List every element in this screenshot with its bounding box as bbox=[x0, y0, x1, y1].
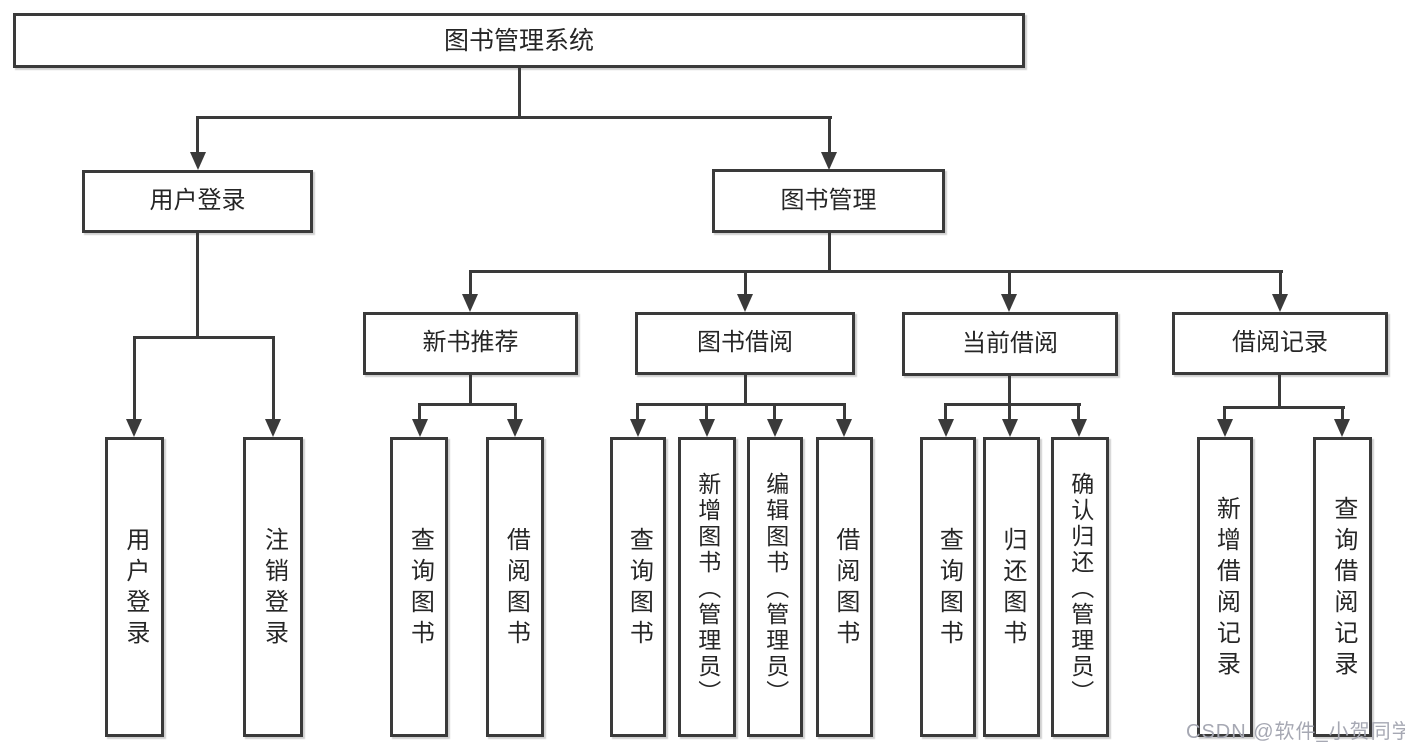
arrow-down-icon bbox=[190, 152, 206, 170]
connector-line bbox=[469, 375, 472, 405]
node-library-management-system: 图书管理系统 bbox=[13, 13, 1025, 68]
connector-line bbox=[418, 403, 421, 419]
connector-line bbox=[272, 336, 275, 419]
connector-line bbox=[636, 403, 846, 406]
connector-line bbox=[514, 403, 517, 419]
leaf-query-books-recommend: 查询图书 bbox=[390, 437, 448, 737]
leaf-borrow-books-recommend: 借阅图书 bbox=[486, 437, 544, 737]
arrow-down-icon bbox=[265, 419, 281, 437]
leaf-edit-books-admin: 编辑图书（管理员） bbox=[747, 437, 803, 737]
connector-line bbox=[196, 116, 199, 152]
arrow-down-icon bbox=[462, 294, 478, 312]
leaf-query-books-borrow: 查询图书 bbox=[610, 437, 666, 737]
node-book-borrowing: 图书借阅 bbox=[635, 312, 855, 375]
leaf-add-borrow-record: 新增借阅记录 bbox=[1197, 437, 1253, 737]
csdn-watermark: CSDN @软件_小贺同学 bbox=[1186, 721, 1405, 743]
arrow-down-icon bbox=[1001, 294, 1017, 312]
connector-line bbox=[1077, 403, 1080, 419]
connector-line bbox=[1008, 270, 1011, 294]
node-current-borrowing: 当前借阅 bbox=[902, 312, 1118, 376]
arrow-down-icon bbox=[767, 419, 783, 437]
connector-line bbox=[133, 336, 136, 419]
arrow-down-icon bbox=[630, 419, 646, 437]
leaf-query-books-current: 查询图书 bbox=[920, 437, 976, 737]
connector-line bbox=[944, 403, 947, 419]
connector-line bbox=[773, 403, 776, 419]
connector-line bbox=[1223, 406, 1226, 419]
connector-line bbox=[133, 336, 275, 339]
connector-line bbox=[1278, 375, 1281, 408]
arrow-down-icon bbox=[821, 152, 837, 170]
arrow-down-icon bbox=[1272, 294, 1288, 312]
connector-line bbox=[636, 403, 639, 419]
connector-line bbox=[518, 68, 521, 118]
leaf-return-books: 归还图书 bbox=[983, 437, 1040, 737]
connector-line bbox=[744, 375, 747, 405]
arrow-down-icon bbox=[126, 419, 142, 437]
connector-line bbox=[944, 403, 1081, 406]
arrow-down-icon bbox=[737, 294, 753, 312]
connector-line bbox=[196, 116, 832, 119]
arrow-down-icon bbox=[1217, 419, 1233, 437]
arrow-down-icon bbox=[412, 419, 428, 437]
leaf-add-books-admin: 新增图书（管理员） bbox=[678, 437, 736, 737]
arrow-down-icon bbox=[699, 419, 715, 437]
arrow-down-icon bbox=[1071, 419, 1087, 437]
connector-line bbox=[843, 403, 846, 419]
connector-line bbox=[744, 270, 747, 294]
leaf-query-borrow-record: 查询借阅记录 bbox=[1313, 437, 1372, 737]
arrow-down-icon bbox=[1334, 419, 1350, 437]
connector-line bbox=[1223, 406, 1345, 409]
connector-line bbox=[418, 403, 517, 406]
node-user-login: 用户登录 bbox=[82, 170, 313, 233]
connector-line bbox=[1008, 376, 1011, 405]
arrow-down-icon bbox=[938, 419, 954, 437]
connector-line bbox=[1008, 403, 1011, 419]
leaf-user-login: 用户登录 bbox=[105, 437, 164, 737]
leaf-confirm-return-admin: 确认归还（管理员） bbox=[1051, 437, 1109, 737]
connector-line bbox=[828, 116, 831, 152]
node-new-book-recommendation: 新书推荐 bbox=[363, 312, 578, 375]
connector-line bbox=[705, 403, 708, 419]
connector-line bbox=[469, 270, 472, 294]
connector-line bbox=[1279, 270, 1282, 294]
connector-line bbox=[469, 270, 1283, 273]
connector-line bbox=[196, 233, 199, 338]
arrow-down-icon bbox=[1002, 419, 1018, 437]
arrow-down-icon bbox=[836, 419, 852, 437]
node-borrowing-records: 借阅记录 bbox=[1172, 312, 1388, 375]
arrow-down-icon bbox=[507, 419, 523, 437]
leaf-borrow-books: 借阅图书 bbox=[816, 437, 873, 737]
connector-line bbox=[1341, 406, 1344, 419]
leaf-logout: 注销登录 bbox=[243, 437, 303, 737]
node-book-management: 图书管理 bbox=[712, 169, 945, 233]
connector-line bbox=[828, 233, 831, 273]
